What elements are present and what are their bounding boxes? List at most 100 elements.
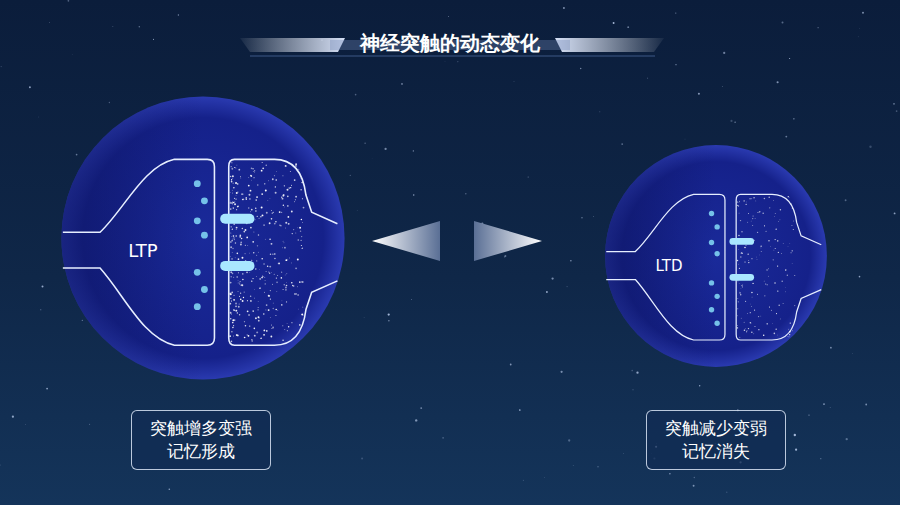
transmitter-dot — [301, 221, 303, 223]
transmitter-dot — [267, 179, 269, 181]
transmitter-dot — [251, 260, 252, 261]
transmitter-dot — [766, 269, 767, 270]
transmitter-dot — [258, 287, 260, 289]
transmitter-dot — [231, 272, 232, 273]
presynaptic-terminal — [606, 194, 725, 340]
transmitter-dot — [764, 225, 765, 226]
transmitter-dot — [256, 331, 258, 333]
transmitter-dot — [247, 334, 248, 335]
transmitter-dot — [274, 274, 275, 275]
transmitter-dot — [784, 287, 786, 289]
transmitter-dot — [738, 301, 739, 302]
transmitter-dot — [232, 322, 234, 324]
transmitter-dot — [251, 340, 253, 342]
transmitter-dot — [231, 292, 233, 294]
transmitter-dot — [789, 334, 790, 335]
transmitter-dot — [269, 273, 270, 274]
transmitter-dot — [249, 272, 251, 274]
transmitter-dot — [266, 212, 268, 214]
postsynaptic-membrane — [736, 194, 821, 340]
transmitter-dot — [263, 313, 265, 315]
transmitter-dot — [739, 291, 741, 293]
transmitter-dot — [779, 318, 781, 320]
transmitter-dot — [237, 279, 239, 281]
star — [139, 26, 140, 27]
receptor — [729, 274, 754, 281]
transmitter-dot — [742, 253, 743, 254]
transmitter-dot — [236, 192, 238, 194]
transmitter-dot — [782, 242, 784, 244]
transmitter-dot — [235, 310, 237, 312]
transmitter-dot — [237, 282, 239, 284]
transmitter-dot — [774, 333, 776, 335]
transmitter-dot — [281, 304, 283, 306]
transmitter-dot — [299, 324, 301, 326]
transmitter-dot — [231, 189, 233, 191]
transmitter-dot — [759, 254, 761, 256]
transmitter-dot — [239, 234, 241, 236]
transmitter-dot — [737, 260, 738, 261]
transmitter-dot — [254, 170, 255, 171]
transmitter-dot — [777, 334, 779, 336]
transmitter-dot — [293, 285, 295, 287]
transmitter-dot — [257, 251, 259, 253]
transmitter-dot — [283, 194, 285, 196]
transmitter-dot — [262, 276, 263, 277]
transmitter-dot — [737, 298, 739, 300]
transmitter-dot — [762, 212, 763, 213]
transmitter-dot — [775, 248, 776, 249]
transmitter-dot — [255, 275, 257, 277]
transmitter-dot — [740, 317, 742, 319]
star — [442, 437, 444, 439]
transmitter-dot — [742, 284, 744, 286]
vesicle — [201, 286, 208, 293]
transmitter-dot — [290, 187, 291, 188]
transmitter-dot — [766, 323, 767, 324]
transmitter-dot — [248, 335, 250, 337]
star — [89, 424, 90, 425]
star — [580, 68, 582, 70]
transmitter-dot — [237, 312, 238, 313]
star — [632, 389, 633, 390]
synapse-node: LTD — [604, 144, 828, 368]
transmitter-dot — [258, 307, 259, 308]
transmitter-dot — [257, 245, 258, 246]
transmitter-dot — [258, 320, 260, 322]
star — [572, 465, 574, 467]
transmitter-dot — [233, 237, 234, 238]
transmitter-dot — [778, 304, 780, 306]
transmitter-dot — [291, 322, 292, 323]
transmitter-dot — [296, 293, 297, 294]
transmitter-dot — [774, 282, 775, 283]
transmitter-dot — [791, 263, 793, 265]
star — [896, 110, 898, 112]
star — [631, 370, 633, 372]
transmitter-dot — [240, 177, 242, 179]
transmitter-dot — [788, 336, 789, 337]
star — [0, 464, 1, 465]
transmitter-dot — [282, 325, 283, 326]
transmitter-dot — [739, 292, 740, 293]
transmitter-dot — [241, 193, 242, 194]
transmitter-dot — [238, 169, 240, 171]
title-text: 神经突触的动态变化 — [352, 31, 548, 55]
star — [528, 176, 529, 177]
transmitter-dot — [741, 285, 742, 286]
star — [830, 347, 832, 349]
transmitter-dot — [269, 222, 271, 224]
transmitter-dot — [276, 274, 278, 276]
transmitter-dot — [792, 207, 793, 208]
transmitter-dot — [257, 184, 258, 185]
star — [723, 52, 725, 54]
transmitter-dot — [281, 300, 283, 302]
transmitter-dot — [748, 259, 750, 261]
star — [504, 255, 506, 257]
star — [364, 143, 365, 144]
transmitter-dot — [258, 234, 259, 235]
star — [845, 199, 847, 201]
star — [785, 136, 787, 138]
transmitter-dot — [263, 263, 265, 265]
transmitter-dot — [248, 207, 249, 208]
transmitter-dot — [262, 275, 264, 277]
transmitter-dot — [738, 235, 739, 236]
